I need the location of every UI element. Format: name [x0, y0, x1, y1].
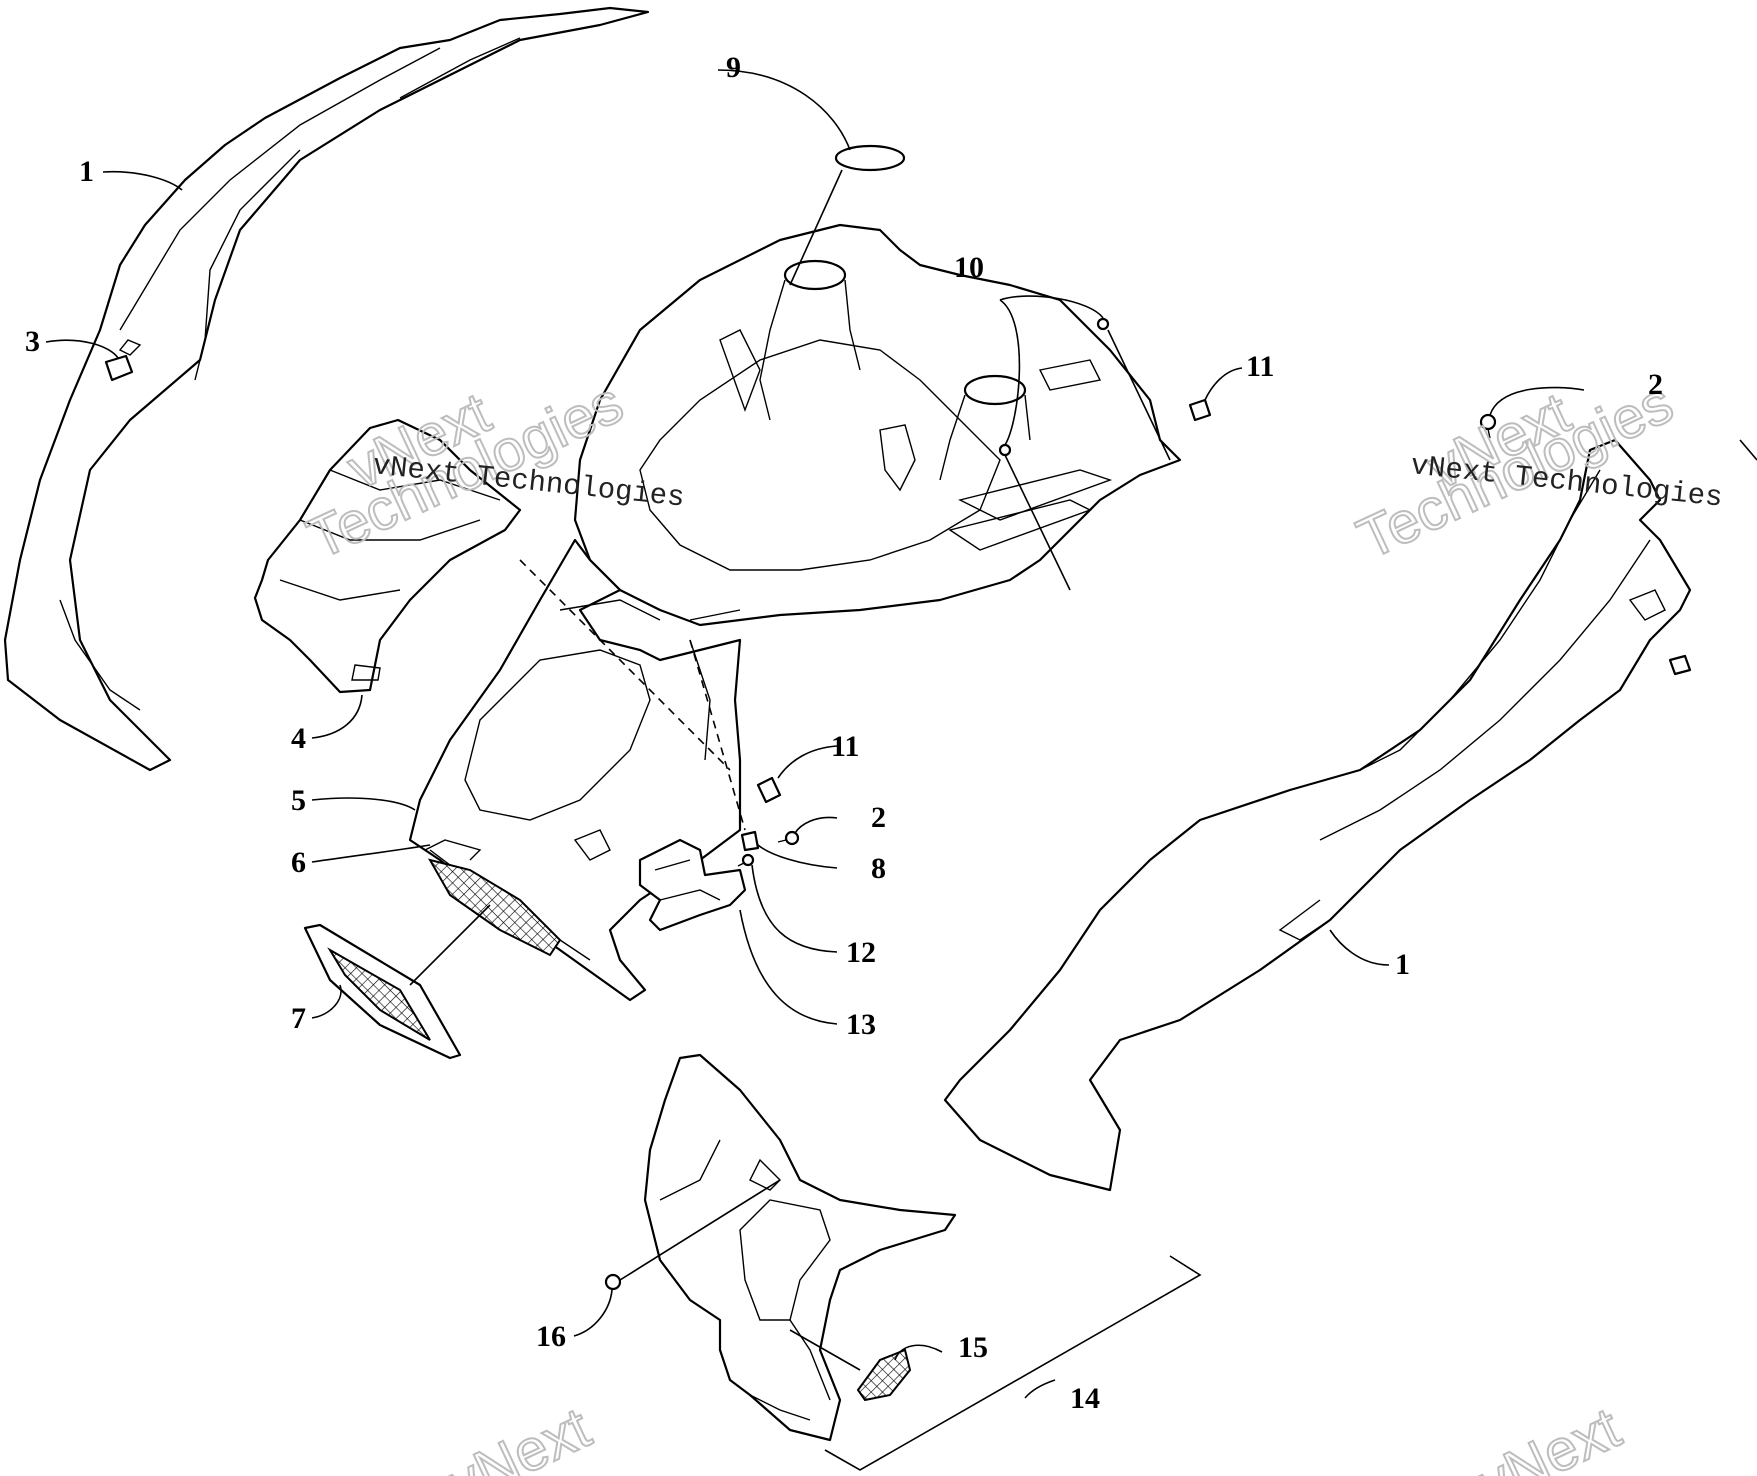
fastener-part-11-right: [1188, 398, 1212, 422]
watermark-bottom: vNext vNext: [437, 1394, 1631, 1476]
mesh-grille-7: [303, 923, 462, 1060]
callout-12: 12: [846, 936, 876, 969]
bracket-part-13: [638, 838, 747, 932]
watermark-big-bottom-left: vNext: [438, 1395, 600, 1476]
callout-16: 16: [536, 1320, 566, 1353]
callout-7: 7: [291, 1002, 306, 1035]
watermark-big-bottom-right: vNext: [1468, 1395, 1630, 1476]
leader-lines: [45, 69, 1757, 1471]
callout-2-right: 2: [1648, 368, 1663, 401]
callout-14: 14: [1070, 1382, 1100, 1415]
main-hood: [573, 223, 1182, 627]
callout-15: 15: [958, 1331, 988, 1364]
callout-10: 10: [954, 251, 984, 284]
callout-4: 4: [291, 722, 306, 755]
callout-6: 6: [291, 846, 306, 879]
pin-part-10-a: [1096, 317, 1110, 331]
callout-1-right: 1: [1395, 948, 1410, 981]
callout-13: 13: [846, 1008, 876, 1041]
callout-9: 9: [726, 51, 741, 84]
lower-front-assembly: [643, 1053, 957, 1442]
pin-part-16: [604, 1273, 622, 1291]
left-side-panel: [3, 6, 650, 772]
watermark-right: vNext Technologies vNext Technologies: [1347, 369, 1724, 573]
callout-11-right: 11: [1246, 350, 1274, 383]
fastener-part-11-left: [756, 776, 782, 804]
clip-part-3: [104, 354, 134, 382]
right-side-panel: [943, 438, 1692, 1192]
screw-part-2-right: [1479, 413, 1497, 439]
callout-5: 5: [291, 784, 306, 817]
callout-labels: 1 3 4 5 6 7 9 10 11 2 11 2 8 12 13 1 15 …: [25, 51, 1663, 1415]
callout-2-left: 2: [871, 801, 886, 834]
fastener-right-panel: [1668, 654, 1692, 676]
screw-part-2-left: [777, 830, 800, 846]
callout-3: 3: [25, 325, 40, 358]
callout-11-left: 11: [831, 730, 859, 763]
mesh-part-15: [856, 1348, 912, 1402]
cap-part-9: [834, 144, 906, 172]
fastener-part-8: [740, 830, 760, 852]
inner-duct-panel: [253, 418, 522, 694]
pin-part-10-b: [998, 443, 1012, 457]
screw-part-12: [737, 853, 755, 867]
callout-8: 8: [871, 852, 886, 885]
callout-1-left: 1: [79, 155, 94, 188]
